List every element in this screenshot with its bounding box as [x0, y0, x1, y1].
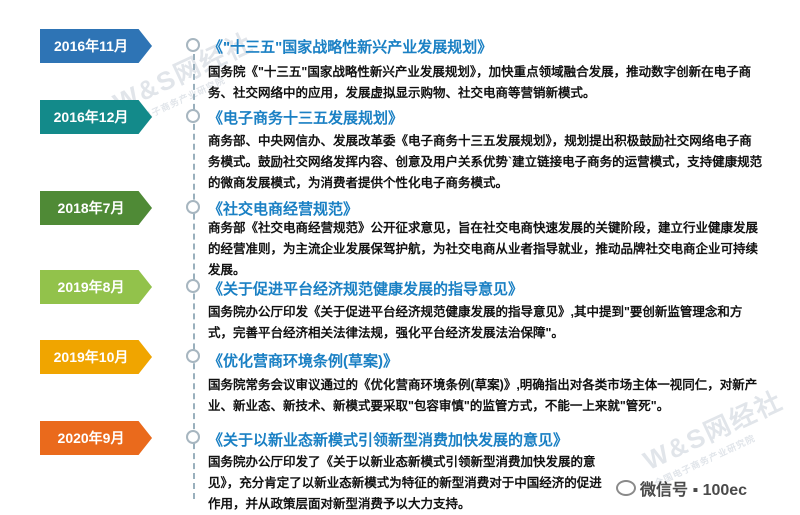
- channel-label: 微信号 ▪ 100ec: [640, 482, 748, 499]
- date-label: 2018年7月: [57, 200, 125, 216]
- entry-body: 商务部、中央网信办、发展改革委《电子商务十三五发展规划》，规划提出积极鼓励社交网…: [208, 134, 763, 190]
- date-label: 2019年8月: [57, 279, 125, 295]
- timeline-node: [186, 279, 200, 293]
- date-label: 2020年9月: [57, 430, 125, 446]
- wechat-channel-badge: 微信号 ▪ 100ec: [616, 476, 747, 500]
- date-label: 2016年11月: [54, 38, 128, 54]
- timeline-node: [186, 109, 200, 123]
- date-tag: 2019年10月: [40, 340, 152, 374]
- date-tag: 2020年9月: [40, 421, 152, 455]
- entry-title: 《社交电商经营规范》: [208, 201, 359, 218]
- entry-title: 《电子商务十三五发展规划》: [208, 110, 404, 127]
- entry-body: 国务院常务会议审议通过的《优化营商环境条例(草案)》,明确指出对各类市场主体一视…: [208, 378, 758, 413]
- entry-title: 《关于促进平台经济规范健康发展的指导意见》: [208, 281, 524, 298]
- entry-body: 国务院办公厅印发《关于促进平台经济规范健康发展的指导意见》,其中提到"要创新监管…: [208, 305, 743, 340]
- timeline-node: [186, 200, 200, 214]
- timeline-node: [186, 349, 200, 363]
- entry-title: 《"十三五"国家战略性新兴产业发展规划》: [208, 39, 493, 56]
- entry-body: 商务部《社交电商经营规范》公开征求意见，旨在社交电商快速发展的关键阶段，建立行业…: [208, 221, 759, 277]
- date-tag: 2019年8月: [40, 270, 152, 304]
- date-tag: 2016年12月: [40, 100, 152, 134]
- timeline-line: [193, 44, 195, 499]
- date-tag: 2016年11月: [40, 29, 152, 63]
- entry-title: 《优化营商环境条例(草案)》: [208, 353, 398, 370]
- wechat-icon: [616, 480, 636, 496]
- timeline-node: [186, 430, 200, 444]
- date-label: 2016年12月: [53, 109, 129, 125]
- entry-body: 国务院办公厅印发了《关于以新业态新模式引领新型消费加快发展的意见》，充分肯定了以…: [208, 455, 602, 511]
- entry-title: 《关于以新业态新模式引领新型消费加快发展的意见》: [208, 432, 569, 449]
- date-label: 2019年10月: [53, 349, 129, 365]
- timeline-node: [186, 38, 200, 52]
- entry-body: 国务院《"十三五"国家战略性新兴产业发展规划》，加快重点领域融合发展，推动数字创…: [208, 65, 752, 100]
- date-tag: 2018年7月: [40, 191, 152, 225]
